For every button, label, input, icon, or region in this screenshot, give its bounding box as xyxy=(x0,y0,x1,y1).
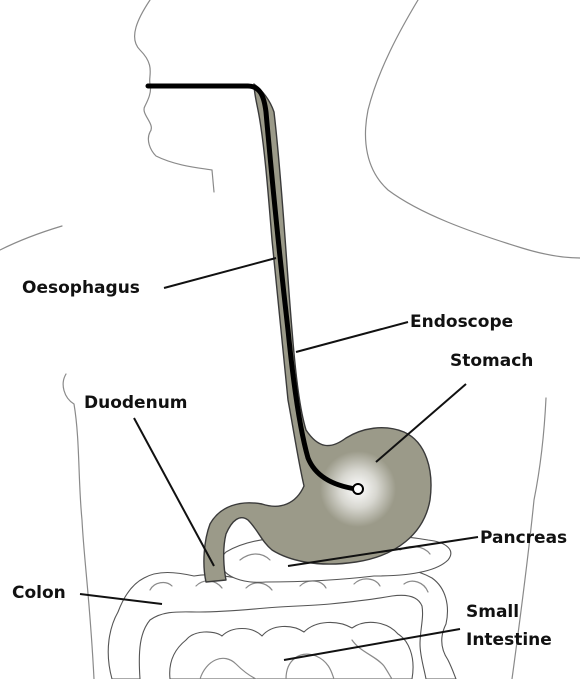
endoscope-tube xyxy=(148,86,356,489)
small-intestine-label-line2: Intestine xyxy=(466,630,552,651)
torso-left-outline xyxy=(63,374,94,679)
oesophagus-label: Oesophagus xyxy=(22,278,140,299)
shoulder-outline xyxy=(0,226,62,250)
endoscope-label: Endoscope xyxy=(410,312,513,333)
oesophagus-leader-line xyxy=(164,258,276,288)
small-intestine-label-line1: Small xyxy=(466,602,519,623)
duodenum-label: Duodenum xyxy=(84,393,188,414)
colon-label: Colon xyxy=(12,583,66,604)
neck-outline xyxy=(365,0,580,258)
small-intestine-shape xyxy=(170,622,413,679)
pancreas-label: Pancreas xyxy=(480,528,567,549)
stomach-label: Stomach xyxy=(450,351,533,372)
duodenum-leader-line xyxy=(134,418,214,566)
stomach-shape xyxy=(204,84,431,582)
endoscope-tip-light xyxy=(353,484,363,494)
endoscope-leader-line xyxy=(296,322,408,352)
face-profile-outline xyxy=(135,0,214,192)
